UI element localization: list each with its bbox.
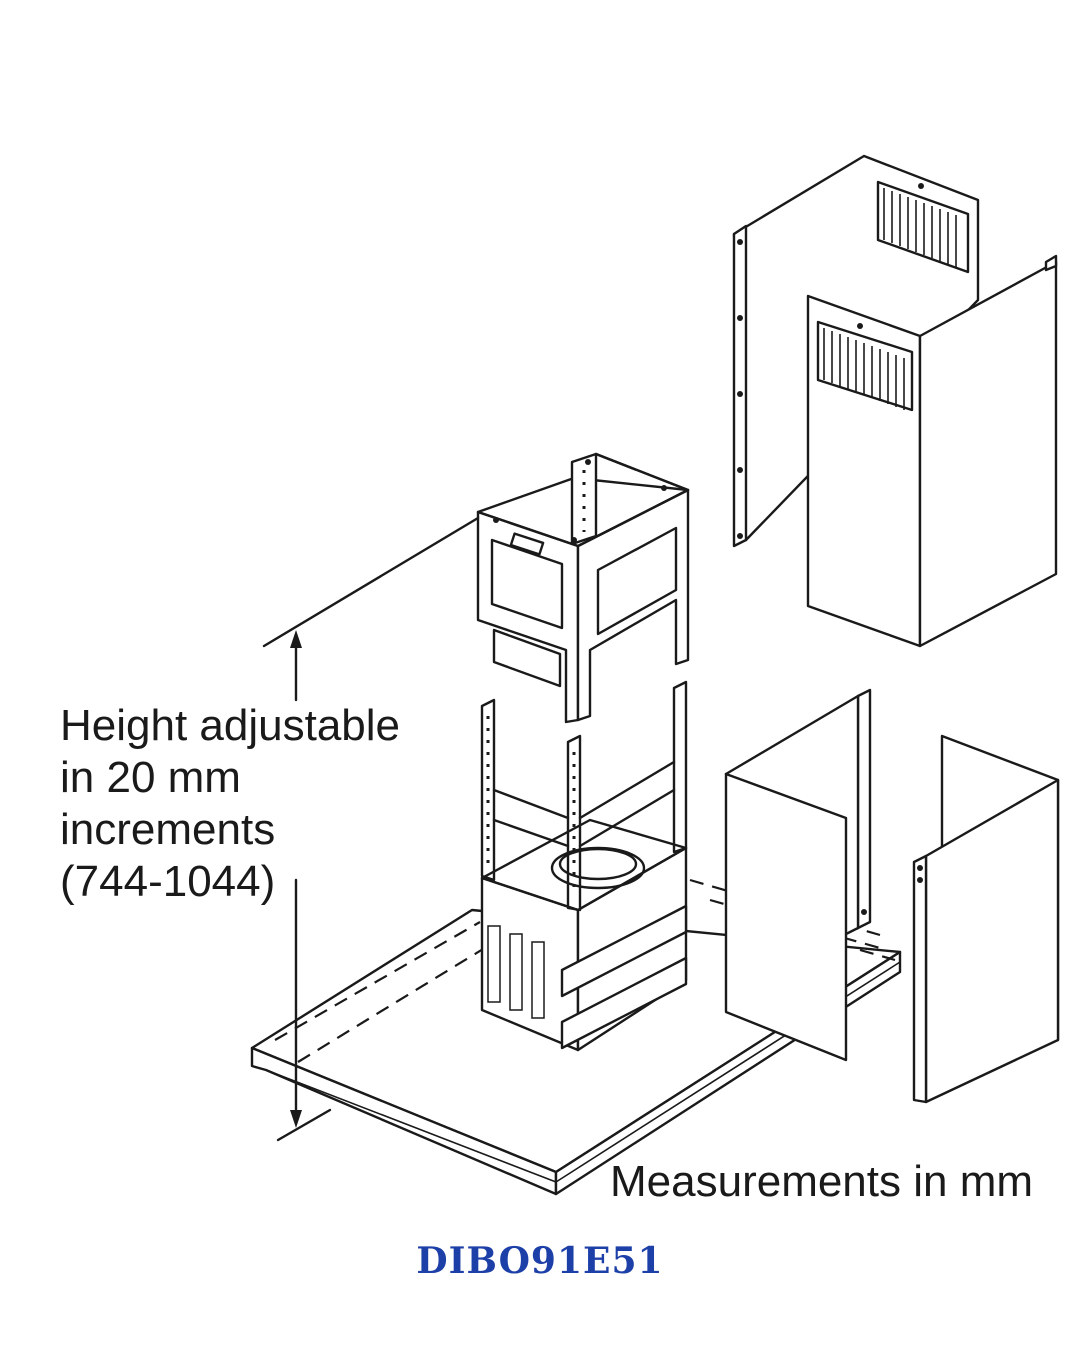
lower-chimney-cover-left	[724, 688, 872, 1062]
height-adjustment-label: Height adjustable in 20 mm increments (7…	[60, 700, 400, 908]
height-dimension-line	[262, 516, 480, 1142]
height-label-line-4: (744-1044)	[60, 857, 276, 906]
upper-chimney-cover-front	[806, 254, 1058, 648]
model-code: DIBO91E51	[416, 1240, 664, 1282]
height-label-line-3: increments	[60, 805, 276, 854]
height-label-line-1: Height adjustable	[60, 701, 401, 750]
height-label-line-2: in 20 mm	[60, 753, 241, 802]
duct-support-frame	[476, 452, 690, 1052]
lower-chimney-cover-right	[912, 734, 1060, 1104]
measurement-units-note: Measurements in mm	[610, 1157, 1034, 1206]
